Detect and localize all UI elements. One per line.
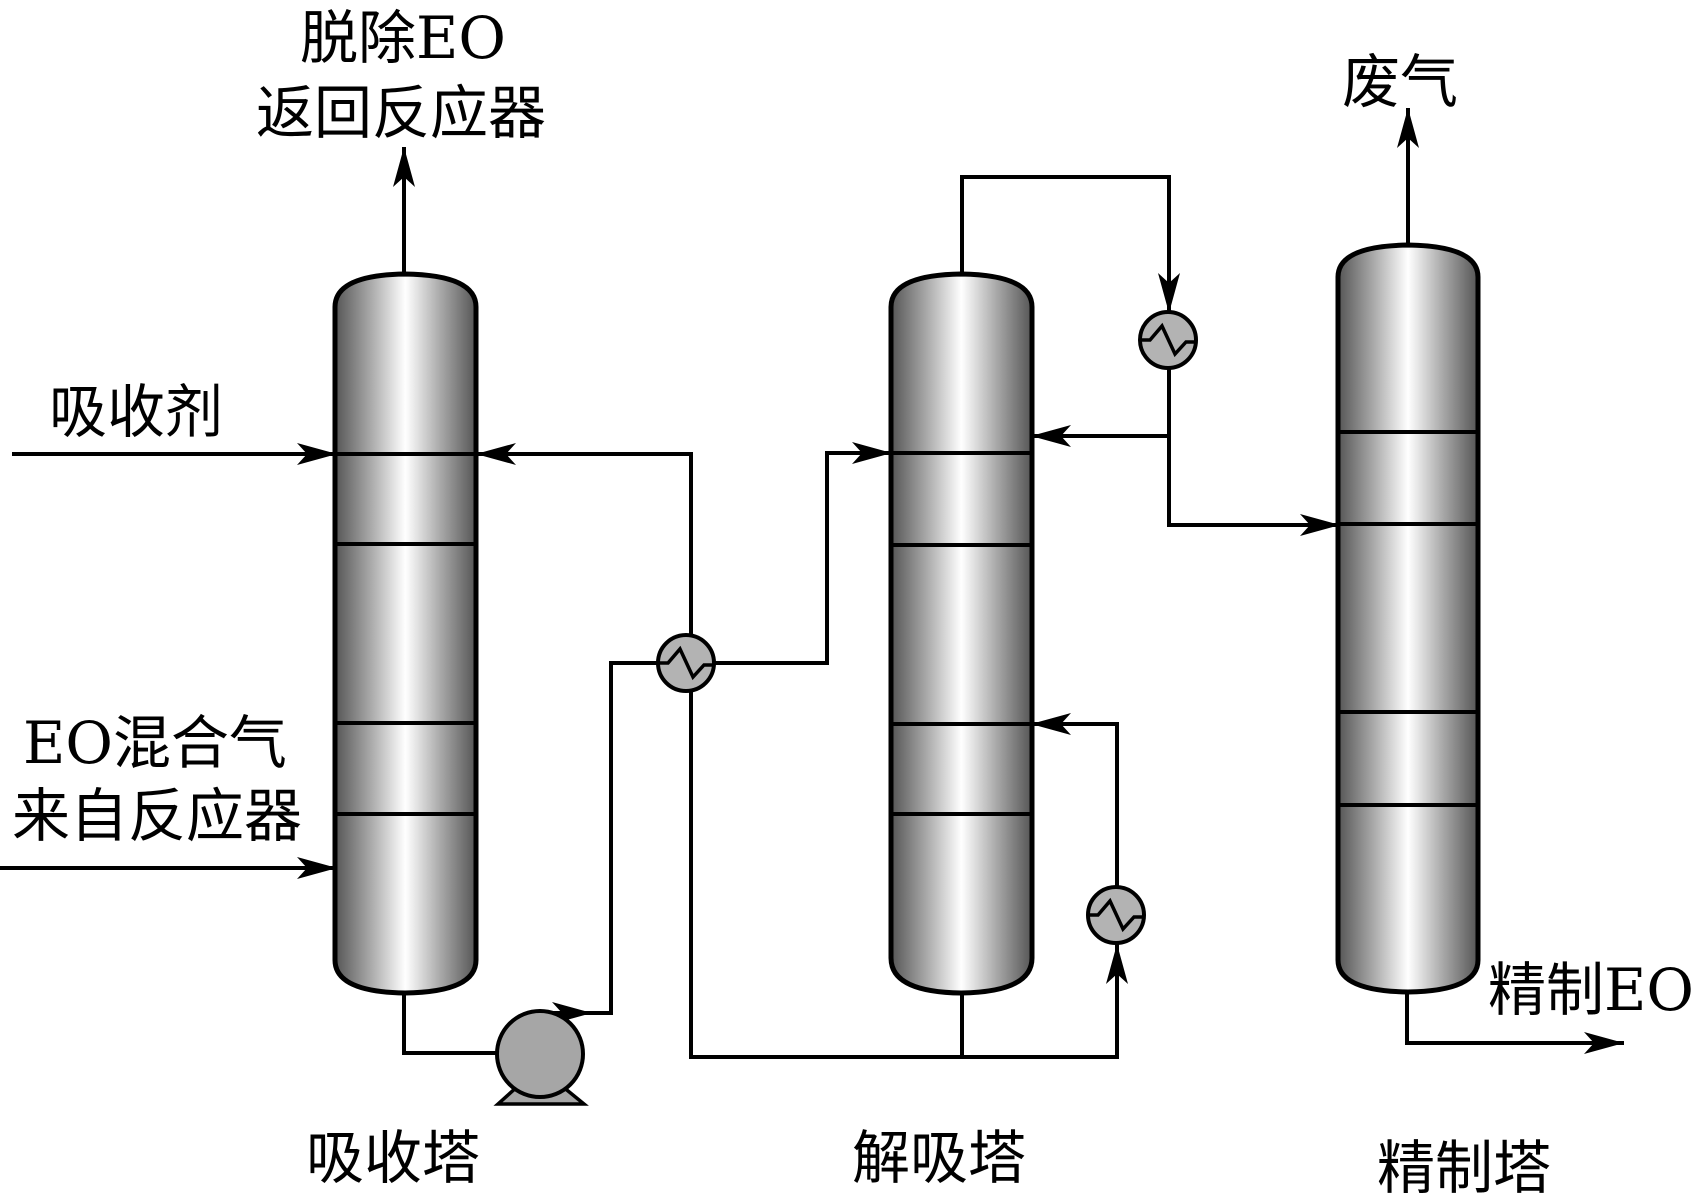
eo-gas-label-line2: 来自反应器 [12, 782, 302, 850]
absorber-overhead-label-line1: 脱除EO [300, 4, 506, 72]
lean-absorbent-pipe [689, 689, 1128, 1059]
refiner-feed-pipe [1167, 434, 1340, 536]
product-eo-label: 精制EO [1488, 956, 1694, 1024]
desorber-overhead-pipe [960, 175, 1180, 313]
reboiler-return-pipe [1031, 713, 1119, 888]
desorber-label: 解吸塔 [852, 1124, 1026, 1192]
refiner-label: 精制塔 [1377, 1134, 1551, 1195]
rich-absorbent-feed-pipe [712, 442, 892, 665]
pump-discharge-pipe [538, 661, 660, 1015]
absorber-label: 吸收塔 [306, 1124, 480, 1192]
waste-gas-label: 废气 [1342, 48, 1458, 116]
absorber-overhead-label-line2: 返回反应器 [256, 79, 546, 147]
reflux-pipe [1031, 367, 1171, 447]
lean-absorbent-return-pipe [476, 443, 693, 637]
absorber-column [332, 271, 479, 996]
cross-heat-exchanger-icon [656, 633, 716, 693]
desorber-column [888, 271, 1035, 996]
condenser-heat-exchanger-icon [1138, 310, 1198, 370]
refiner-column [1335, 242, 1481, 995]
reboiler-heat-exchanger-icon [1086, 885, 1146, 945]
product-pipe [1405, 991, 1624, 1054]
eo-gas-label-line1: EO混合气 [23, 709, 287, 777]
pump-icon [493, 1009, 589, 1106]
absorbent-label: 吸收剂 [49, 378, 223, 446]
